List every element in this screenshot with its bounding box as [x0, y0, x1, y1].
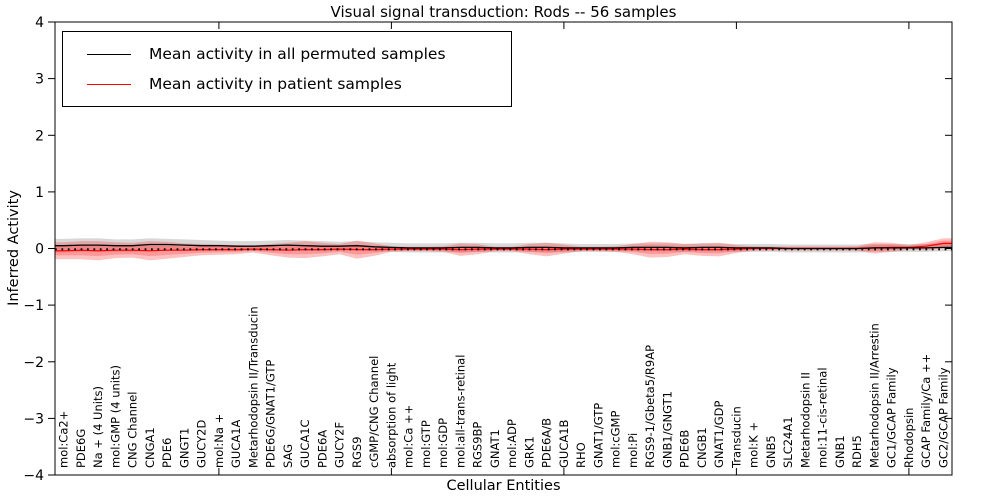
y-tick-label: −4 — [23, 468, 44, 484]
x-tick-label: GNGT1 — [177, 428, 191, 468]
y-tick-label: 3 — [35, 72, 44, 88]
x-tick-label: GC1/GCAP Family — [885, 367, 899, 468]
x-tick-label: Transducin — [729, 406, 743, 469]
x-tick-label: GUCY2D — [195, 420, 209, 468]
x-tick-label: Metarhodopsin II — [798, 372, 812, 468]
x-tick-label: PDE6G/GNAT1/GTP — [264, 360, 278, 468]
y-tick-label: 4 — [35, 15, 44, 31]
x-tick-label: Rhodopsin — [902, 408, 916, 468]
x-tick-label: CNG Channel — [126, 392, 140, 468]
legend-label: Mean activity in patient samples — [149, 75, 402, 93]
x-tick-label: absorption of light — [384, 362, 398, 468]
x-tick-label: GNB1 — [833, 435, 847, 468]
x-tick-label: CNGB1 — [695, 427, 709, 468]
y-tick-label: 0 — [35, 242, 44, 258]
legend-box: Mean activity in all permuted samples Me… — [62, 31, 512, 107]
x-axis-label: Cellular Entities — [446, 478, 561, 494]
x-tick-label: mol:11-cis-retinal — [816, 367, 830, 468]
x-tick-label: RHO — [574, 442, 588, 468]
x-tick-label: mol:Na + — [212, 414, 226, 468]
x-tick-label: PDE6A/B — [540, 418, 554, 468]
x-tick-label: GC2/GCAP Family — [936, 367, 950, 468]
x-tick-label: cGMP/CNG Channel — [367, 356, 381, 468]
x-tick-label: SLC24A1 — [781, 416, 795, 468]
y-axis-label: Inferred Activity — [6, 190, 22, 306]
x-tick-label: mol:K + — [747, 422, 761, 468]
x-tick-label: GRK1 — [522, 436, 536, 468]
x-tick-label: mol:GMP (4 units) — [108, 365, 122, 468]
x-tick-label: mol:GDP — [436, 418, 450, 468]
x-tick-label: mol:ADP — [505, 419, 519, 468]
y-tick-label: −1 — [23, 298, 44, 314]
x-tick-label: PDE6 — [160, 438, 174, 468]
x-tick-label: SAG — [281, 444, 295, 468]
x-tick-label: Metarhodopsin II/Arrestin — [867, 323, 881, 468]
x-tick-label: CNGA1 — [143, 427, 157, 468]
permuted-mean-line — [55, 243, 952, 250]
y-tick-label: −3 — [23, 411, 44, 427]
x-tick-label: RGS9-1/Gbeta5/R9AP — [643, 345, 657, 468]
x-tick-label: mol:Pi — [626, 433, 640, 468]
x-tick-label: PDE6G — [74, 429, 88, 468]
y-tick-label: −2 — [23, 355, 44, 371]
y-tick-label: 1 — [35, 185, 44, 201]
x-tick-label: GNB1/GNGT1 — [660, 391, 674, 468]
x-tick-label: Na + (4 Units) — [91, 386, 105, 468]
x-tick-label: mol:Ca ++ — [402, 405, 416, 468]
legend-label: Mean activity in all permuted samples — [149, 45, 446, 63]
x-tick-label: GUCY2F — [333, 422, 347, 468]
x-tick-label: GUCA1C — [298, 419, 312, 468]
x-tick-label: GCAP Family/Ca ++ — [919, 354, 933, 468]
x-tick-label: Metarhodopsin II/Transducin — [246, 306, 260, 468]
x-tick-label: PDE6A — [315, 430, 329, 468]
chart-title: Visual signal transduction: Rods -- 56 s… — [330, 3, 677, 21]
x-tick-label: GNAT1/GDP — [712, 401, 726, 468]
x-tick-label: mol:all-trans-retinal — [453, 355, 467, 468]
x-tick-label: GNAT1/GTP — [591, 403, 605, 468]
x-tick-label: PDE6B — [678, 430, 692, 468]
x-tick-label: RDH5 — [850, 435, 864, 468]
y-tick-label: 2 — [35, 128, 44, 144]
x-tick-label: GNAT1 — [488, 429, 502, 468]
legend-item-patient: Mean activity in patient samples — [73, 69, 501, 99]
x-tick-label: GNB5 — [764, 435, 778, 468]
x-tick-label: mol:GTP — [419, 420, 433, 468]
x-tick-label: RGS9 — [350, 436, 364, 468]
x-tick-label: RGS9BP — [471, 422, 485, 468]
x-tick-label: mol:Ca2+ — [57, 411, 71, 468]
red-line-sample-icon — [87, 83, 131, 85]
legend-item-permuted: Mean activity in all permuted samples — [73, 39, 501, 69]
black-line-sample-icon — [87, 53, 131, 55]
x-tick-label: GUCA1A — [229, 419, 243, 468]
x-tick-label: GUCA1B — [557, 419, 571, 468]
x-tick-label: mol:cGMP — [609, 411, 623, 468]
